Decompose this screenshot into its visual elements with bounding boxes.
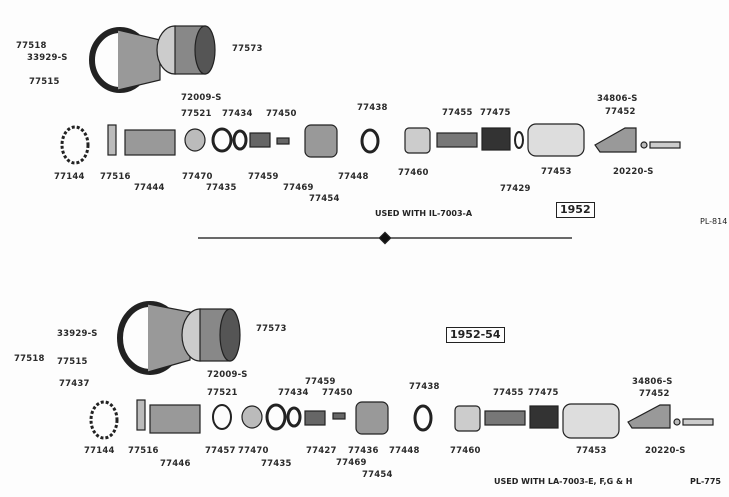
part-label: 77438	[357, 103, 388, 113]
part-label: 77460	[398, 168, 429, 178]
part-label: 77437	[59, 379, 90, 389]
brake-band-top	[89, 27, 161, 93]
part-label: 77453	[541, 167, 572, 177]
part-label: 77475	[480, 108, 511, 118]
part-label: 77452	[639, 389, 670, 399]
part-label: 77452	[605, 107, 636, 117]
servo-body-top	[124, 129, 176, 156]
part-label: 77144	[54, 172, 85, 182]
part-label: 77438	[409, 382, 440, 392]
part-label: 20220-S	[645, 446, 686, 456]
part-label: 33929-S	[27, 53, 68, 63]
part-label: 77434	[278, 388, 309, 398]
part-label: 77573	[256, 324, 287, 334]
drum-top	[156, 25, 216, 75]
part-label: 77450	[266, 109, 297, 119]
part-label: 77459	[305, 377, 336, 387]
part-label: 77515	[57, 357, 88, 367]
part-label: 77453	[576, 446, 607, 456]
part-label: 77450	[322, 388, 353, 398]
part-label: 77460	[450, 446, 481, 456]
part-label: 72009-S	[181, 93, 222, 103]
part-label: 77469	[283, 183, 314, 193]
year-box: 1952-54	[446, 327, 505, 343]
part-label: 77429	[500, 184, 531, 194]
part-label: 77470	[182, 172, 213, 182]
part-label: 77444	[134, 183, 165, 193]
year-box: 1952	[556, 202, 595, 218]
plate-number: PL-814	[700, 217, 728, 226]
part-label: 33929-S	[57, 329, 98, 339]
part-label: 77435	[206, 183, 237, 193]
part-label: 77469	[336, 458, 367, 468]
part-label: 77470	[238, 446, 269, 456]
spring-ring-top	[60, 125, 90, 165]
part-label: 77454	[362, 470, 393, 480]
part-label: 77448	[338, 172, 369, 182]
part-label: 77434	[222, 109, 253, 119]
part-label: 77518	[16, 41, 47, 51]
lever-top	[107, 124, 117, 156]
part-label: 77144	[84, 446, 115, 456]
part-label: 77455	[493, 388, 524, 398]
part-label: 77516	[128, 446, 159, 456]
used-with-note: USED WITH LA-7003-E, F,G & H	[494, 477, 633, 486]
part-label: 77459	[248, 172, 279, 182]
part-label: 77516	[100, 172, 131, 182]
part-label: 77435	[261, 459, 292, 469]
part-label: 72009-S	[207, 370, 248, 380]
part-label: 34806-S	[597, 94, 638, 104]
part-label: 77448	[389, 446, 420, 456]
part-label: 77457	[205, 446, 236, 456]
part-label: 20220-S	[613, 167, 654, 177]
part-label: 77521	[207, 388, 238, 398]
part-label: 77521	[181, 109, 212, 119]
used-with-note: USED WITH IL-7003-A	[375, 209, 473, 218]
part-label: 77454	[309, 194, 340, 204]
part-label: 77515	[29, 77, 60, 87]
part-label: 34806-S	[632, 377, 673, 387]
part-label: 77427	[306, 446, 337, 456]
part-label: 77436	[348, 446, 379, 456]
divider-diamond	[378, 231, 392, 245]
part-label: 77475	[528, 388, 559, 398]
part-label: 77573	[232, 44, 263, 54]
plate-number: PL-775	[690, 477, 721, 486]
part-label: 77446	[160, 459, 191, 469]
part-label: 77518	[14, 354, 45, 364]
part-label: 77455	[442, 108, 473, 118]
